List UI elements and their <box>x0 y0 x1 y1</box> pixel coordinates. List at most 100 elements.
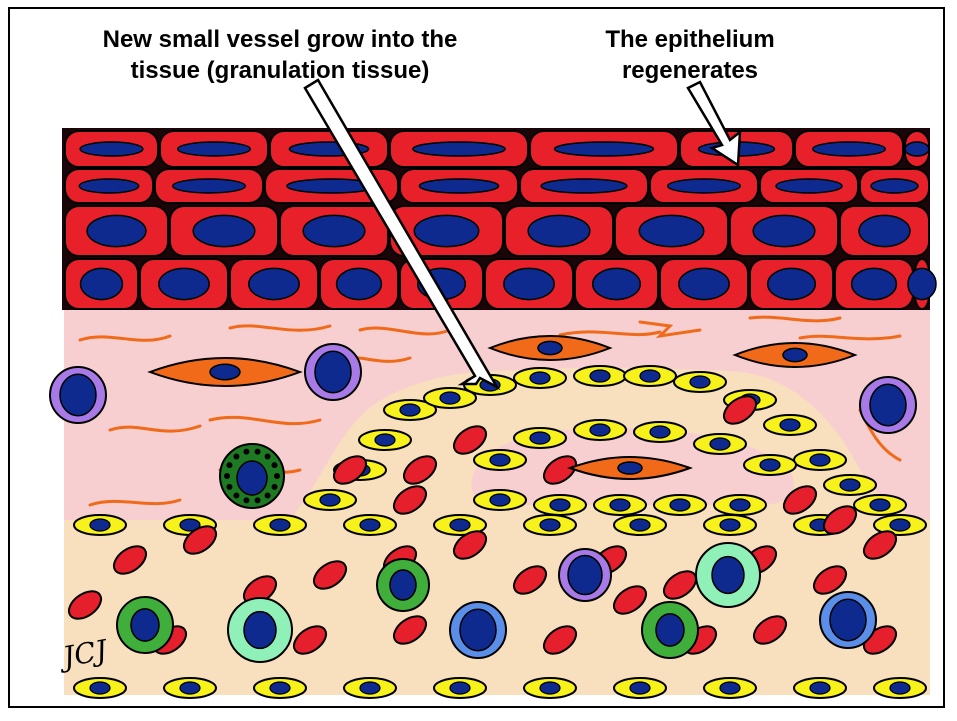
granule <box>233 453 239 459</box>
granule <box>255 497 261 503</box>
nucleus <box>568 555 602 594</box>
nucleus <box>618 462 642 474</box>
nucleus <box>768 268 816 299</box>
granule <box>233 493 239 499</box>
granule <box>224 473 230 479</box>
nucleus <box>712 557 744 594</box>
nucleus <box>870 384 906 425</box>
nucleus <box>360 519 380 531</box>
nucleus <box>210 364 240 379</box>
nucleus <box>859 215 910 246</box>
nucleus <box>720 519 740 531</box>
nucleus <box>590 424 610 436</box>
nucleus <box>131 609 159 641</box>
nucleus <box>550 499 570 511</box>
nucleus <box>890 682 910 694</box>
nucleus <box>670 499 690 511</box>
nucleus <box>813 142 886 156</box>
nucleus <box>180 682 200 694</box>
nucleus <box>730 499 750 511</box>
nucleus <box>656 614 684 646</box>
nucleus <box>810 454 830 466</box>
nucleus <box>630 519 650 531</box>
nucleus <box>908 268 936 299</box>
nucleus <box>159 268 209 299</box>
nucleus <box>419 179 498 193</box>
nucleus <box>720 682 740 694</box>
granule <box>243 497 249 503</box>
nucleus <box>270 682 290 694</box>
nucleus <box>87 215 146 246</box>
nucleus <box>237 461 267 495</box>
nucleus <box>530 372 550 384</box>
nucleus <box>590 370 610 382</box>
granule <box>272 462 278 468</box>
nucleus <box>905 142 929 156</box>
granule <box>274 473 280 479</box>
nucleus <box>178 142 251 156</box>
nucleus <box>830 599 866 640</box>
granule <box>265 493 271 499</box>
nucleus <box>610 499 630 511</box>
nucleus <box>80 142 143 156</box>
nucleus <box>375 434 395 446</box>
granule <box>243 449 249 455</box>
nucleus <box>760 459 780 471</box>
nucleus <box>193 215 255 246</box>
nucleus <box>81 268 123 299</box>
granule <box>265 453 271 459</box>
nucleus <box>840 479 860 491</box>
nucleus <box>244 612 276 649</box>
granule <box>272 484 278 490</box>
nucleus <box>710 438 730 450</box>
nucleus <box>870 499 890 511</box>
nucleus <box>630 682 650 694</box>
nucleus <box>450 519 470 531</box>
nucleus <box>413 142 505 156</box>
nucleus <box>360 682 380 694</box>
nucleus <box>400 404 420 416</box>
granule <box>226 462 232 468</box>
nucleus <box>450 682 470 694</box>
nucleus <box>460 609 496 650</box>
nucleus <box>390 570 416 600</box>
nucleus <box>593 268 641 299</box>
nucleus <box>668 179 741 193</box>
nucleus <box>440 392 460 404</box>
nucleus <box>315 351 351 392</box>
nucleus <box>90 519 110 531</box>
nucleus <box>270 519 290 531</box>
nucleus <box>414 215 478 246</box>
nucleus <box>60 374 96 415</box>
nucleus <box>528 215 590 246</box>
nucleus <box>690 376 710 388</box>
nucleus <box>555 142 654 156</box>
nucleus <box>303 215 365 246</box>
nucleus <box>776 179 842 193</box>
nucleus <box>541 179 627 193</box>
nucleus <box>173 179 246 193</box>
nucleus <box>852 268 897 299</box>
nucleus <box>679 268 729 299</box>
nucleus <box>530 432 550 444</box>
nucleus <box>639 215 703 246</box>
epithelial-cells <box>65 131 936 309</box>
nucleus <box>490 454 510 466</box>
nucleus <box>640 370 660 382</box>
nucleus <box>540 682 560 694</box>
nucleus <box>871 179 918 193</box>
nucleus <box>540 519 560 531</box>
nucleus <box>249 268 299 299</box>
nucleus <box>337 268 382 299</box>
nucleus <box>783 348 807 361</box>
nucleus <box>650 426 670 438</box>
nucleus <box>538 341 562 354</box>
nucleus <box>753 215 815 246</box>
nucleus <box>79 179 138 193</box>
nucleus <box>490 494 510 506</box>
nucleus <box>320 494 340 506</box>
granule <box>226 484 232 490</box>
nucleus <box>810 682 830 694</box>
nucleus <box>90 682 110 694</box>
